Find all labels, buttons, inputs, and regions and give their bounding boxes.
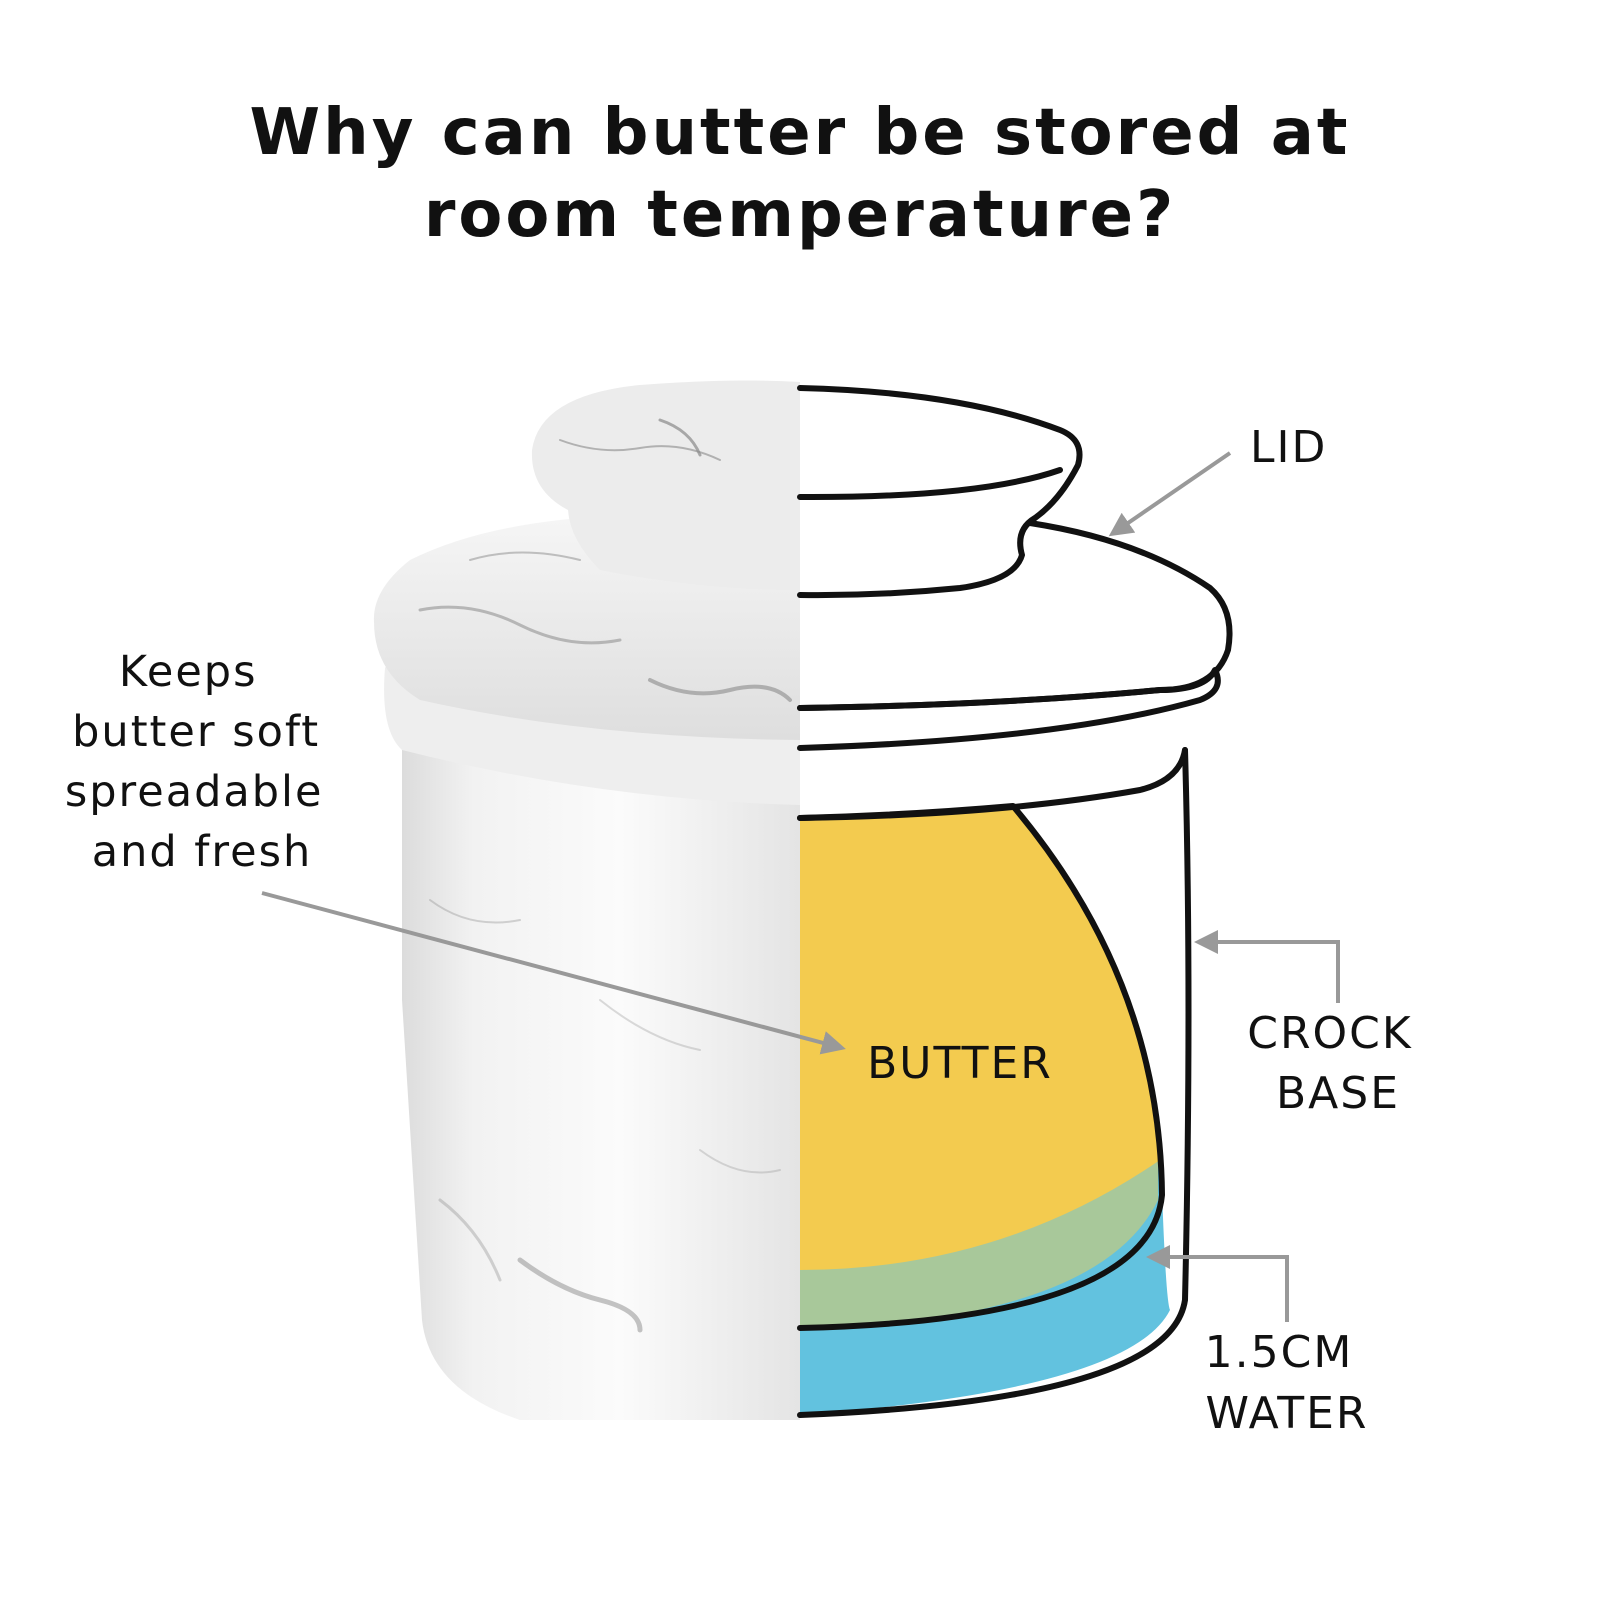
crock-base-label-line-1: CROCK: [1247, 1008, 1413, 1059]
title-line-1: Why can butter be stored at: [249, 96, 1351, 170]
lid-arrow: [1108, 451, 1232, 537]
keeps-note-line-2: butter soft: [72, 707, 320, 757]
butter-label: BUTTER: [867, 1038, 1053, 1089]
title-line-2: room temperature?: [423, 178, 1177, 252]
knob-rim-outline: [797, 467, 1063, 501]
keeps-fresh-note: Keeps butter soft spreadable and fresh: [65, 647, 339, 877]
keeps-note-line-3: spreadable: [65, 767, 324, 817]
cross-section-half: [797, 385, 1233, 1418]
water-arrow: [1146, 1245, 1289, 1322]
marble-crock-half: [373, 380, 800, 1420]
keeps-note-line-4: and fresh: [92, 827, 313, 877]
crock-base-label-line-2: BASE: [1276, 1068, 1400, 1119]
diagram-title: Why can butter be stored at room tempera…: [0, 92, 1600, 256]
marble-lid-knob: [531, 380, 800, 590]
knob-outline: [797, 385, 1083, 599]
water-label-line-1: 1.5CM: [1205, 1327, 1354, 1378]
cross-section-outlines: [797, 385, 1233, 1418]
crock-base-label: CROCK BASE: [1247, 1008, 1429, 1119]
crock-collar-lower-outline: [797, 747, 1188, 821]
crock-base-arrow: [1194, 930, 1340, 1003]
crock-base-outline: [797, 747, 1192, 1418]
keeps-note-line-1: Keeps: [119, 647, 258, 697]
marble-veins: [418, 418, 792, 1333]
keeps-arrow: [261, 891, 846, 1055]
lid-label: LID: [1250, 422, 1327, 473]
water-label: 1.5CM WATER: [1205, 1327, 1370, 1439]
butter-fill: [800, 806, 1160, 1270]
marble-crock-body: [402, 730, 800, 1420]
lid-outline: [797, 520, 1233, 711]
water-label-line-2: WATER: [1205, 1388, 1368, 1439]
leader-arrows: [261, 451, 1340, 1322]
